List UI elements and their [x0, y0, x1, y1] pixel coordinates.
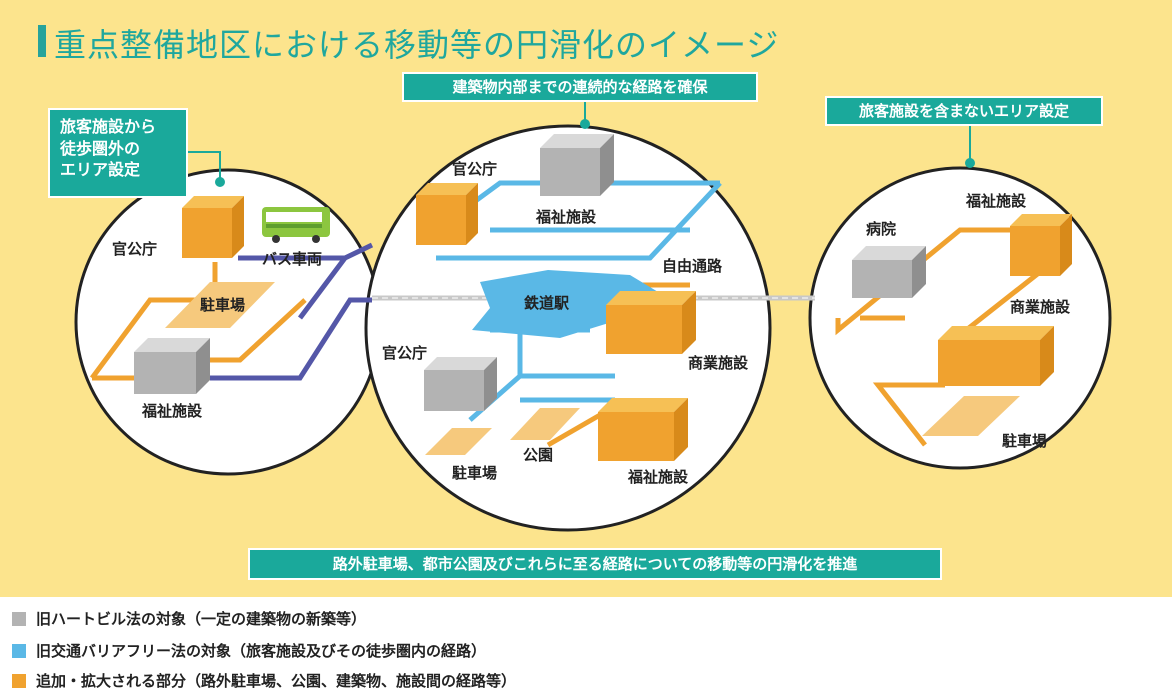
center-gov-office-top-label: 官公庁	[452, 160, 498, 178]
legend-label: 旧ハートビル法の対象（一定の建築物の新築等）	[36, 610, 367, 628]
callout-continuous-route: 建築物内部までの連続的な経路を確保	[402, 72, 758, 102]
legend-item-heartbuild: 旧ハートビル法の対象（一定の建築物の新築等）	[12, 608, 366, 629]
left-bus-route	[210, 242, 374, 381]
legend-swatch-blue	[12, 643, 26, 658]
center-welfare-bottom-label: 福祉施設	[628, 468, 689, 486]
callout-promote-smooth-mobility: 路外駐車場、都市公園及びこれらに至る経路についての移動等の円滑化を推進	[248, 548, 942, 580]
right-commercial-building	[938, 326, 1054, 386]
center-park	[510, 408, 580, 440]
right-parking-label: 駐車場	[1002, 432, 1048, 450]
left-welfare-building	[134, 338, 210, 394]
left-bus-label: バス車両	[262, 250, 323, 268]
page-title: 重点整備地区における移動等の円滑化のイメージ	[54, 26, 780, 64]
right-parking-lot	[922, 396, 1020, 436]
legend-label: 旧交通バリアフリー法の対象（旅客施設及びその徒歩圏内の経路）	[36, 642, 487, 660]
legend-swatch-orange	[12, 673, 26, 688]
callout-outside-walking-area: 旅客施設から 徒歩圏外の エリア設定	[48, 108, 188, 198]
area-diagram	[74, 102, 1112, 532]
center-commercial-building	[606, 291, 696, 354]
left-welfare-label: 福祉施設	[142, 402, 203, 420]
right-commercial-label: 商業施設	[1010, 298, 1071, 316]
center-park-label: 公園	[523, 446, 554, 464]
left-gov-office-building	[182, 196, 244, 258]
right-hospital-label: 病院	[866, 220, 897, 238]
center-gov-office-top-building	[416, 183, 478, 245]
center-parking-label: 駐車場	[452, 464, 498, 482]
center-gov-office-bottom-building	[424, 357, 497, 411]
legend-label: 追加・拡大される部分（路外駐車場、公園、建築物、施設間の経路等）	[36, 672, 517, 690]
callout-no-passenger-facility-area: 旅客施設を含まないエリア設定	[825, 96, 1103, 126]
legend-item-expanded: 追加・拡大される部分（路外駐車場、公園、建築物、施設間の経路等）	[12, 670, 516, 691]
center-parking-lot	[425, 428, 492, 455]
left-parking-lot	[165, 282, 275, 328]
title-accent-bar	[38, 25, 46, 57]
left-parking-label: 駐車場	[200, 296, 246, 314]
callout-leaders	[188, 102, 975, 187]
center-welfare-top-building	[540, 134, 614, 196]
right-welfare-label: 福祉施設	[966, 192, 1027, 210]
center-free-passage-label: 自由通路	[662, 257, 723, 275]
center-station-label: 鉄道駅	[524, 294, 570, 312]
right-welfare-building	[1010, 214, 1072, 276]
center-welfare-bottom-building	[598, 398, 688, 461]
legend-item-transport-bf: 旧交通バリアフリー法の対象（旅客施設及びその徒歩圏内の経路）	[12, 640, 486, 661]
station-platform	[472, 270, 668, 338]
legend-swatch-gray	[12, 611, 26, 626]
bus-icon	[262, 207, 330, 243]
center-welfare-top-label: 福祉施設	[536, 208, 597, 226]
left-gov-office-label: 官公庁	[112, 240, 158, 258]
center-gov-office-bottom-label: 官公庁	[382, 344, 428, 362]
center-commercial-label: 商業施設	[688, 354, 749, 372]
right-hospital-building	[852, 246, 926, 298]
